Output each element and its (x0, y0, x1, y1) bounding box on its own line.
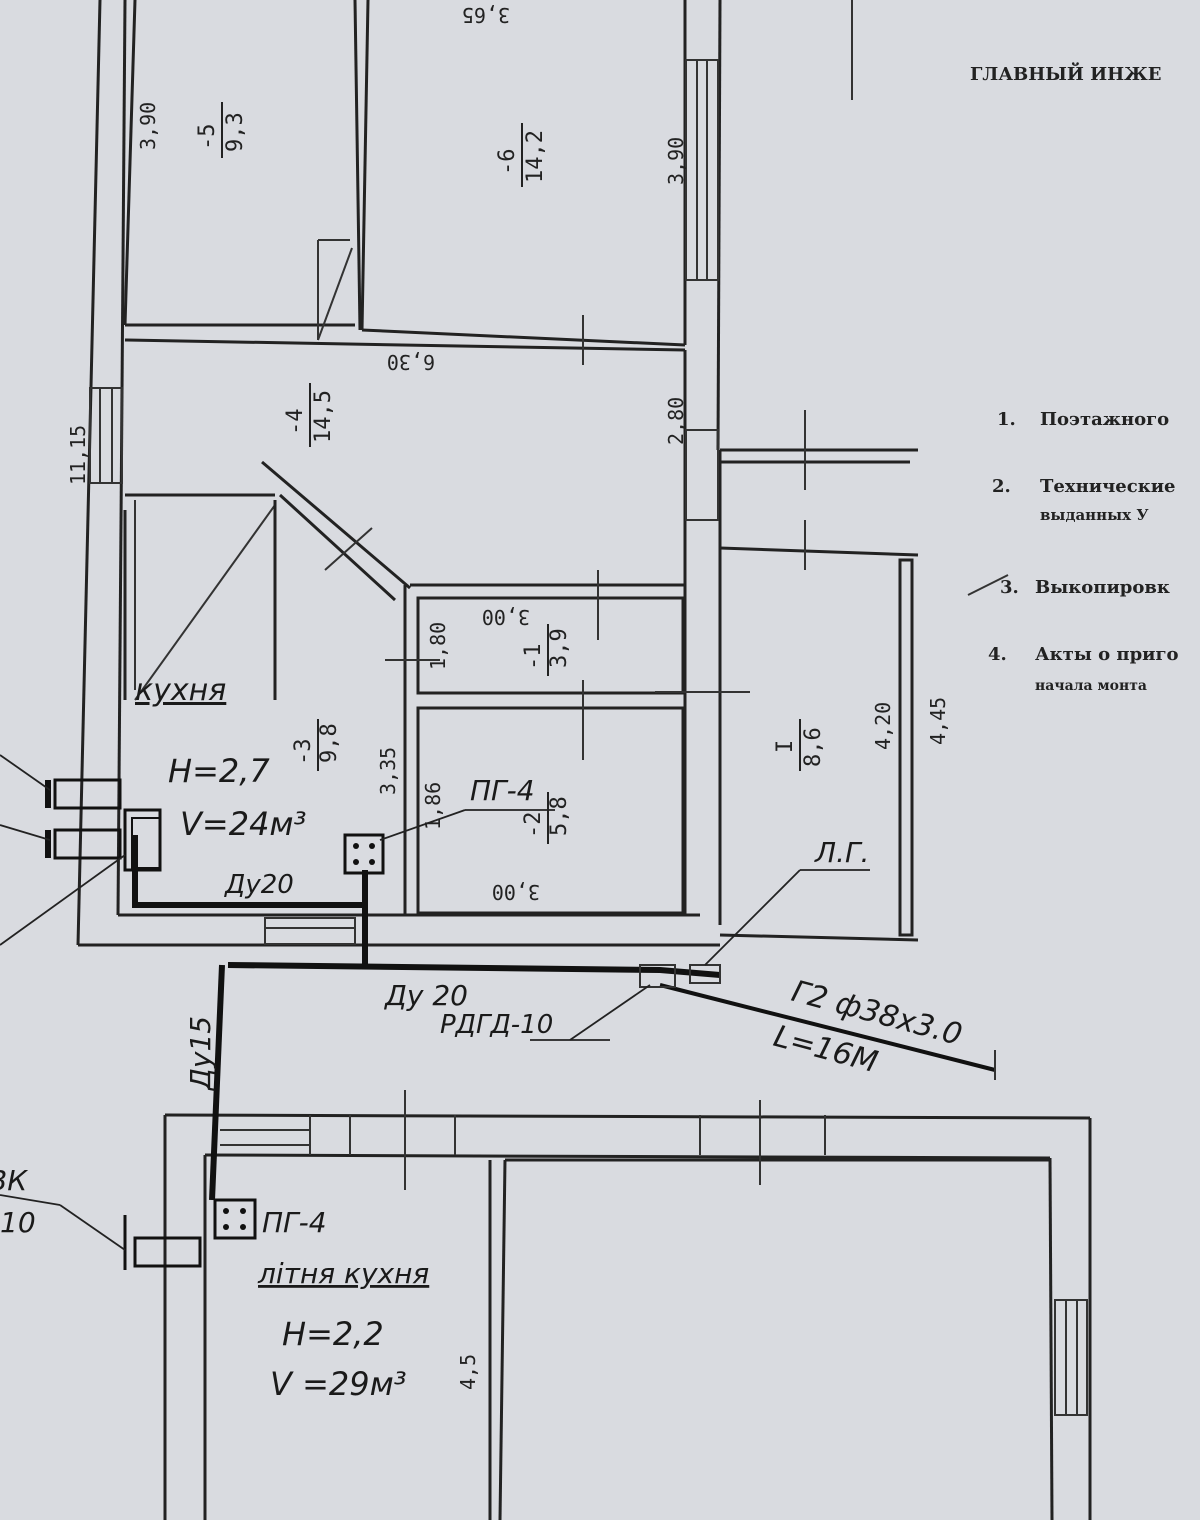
room-I: I 8,6 (773, 719, 826, 771)
header-title: ГЛАВНЫЙ ИНЖЕ (970, 61, 1161, 85)
room-4: -4 14,5 (283, 383, 336, 447)
summer-stove-icon (213, 1198, 257, 1240)
svg-text:I: I (773, 740, 798, 753)
label-lg: Л.Г. (814, 836, 869, 869)
room-5: -5 9,3 (195, 102, 248, 158)
svg-text:-1: -1 (521, 644, 546, 671)
label-pg4-summer: ПГ-4 (262, 1206, 327, 1239)
note-2-text2: выданных У (1040, 506, 1149, 524)
label-du20-main: Ду 20 (383, 979, 468, 1012)
gas-pipes (132, 835, 996, 1201)
svg-text:3,9: 3,9 (547, 628, 572, 668)
svg-text:-5: -5 (195, 124, 220, 151)
label-rdgd: РДГД-10 (440, 1010, 553, 1040)
label-vk: ВК (0, 1164, 28, 1197)
note-2-text: Технические (1040, 476, 1176, 497)
svg-text:-3: -3 (291, 739, 316, 766)
dimensions: 3,65 3,90 3,90 6,30 2,80 11,15 1,80 3,00… (66, 3, 950, 1390)
kitchen-labels: кухня Н=2,7 V=24м³ Ду20 ПГ-4 Л.Г. Ду 20 … (0, 673, 966, 1239)
chimney-outlets (0, 754, 202, 1270)
dim-small-w: 3,00 (482, 605, 530, 629)
summer-kitchen-height: Н=2,2 (282, 1315, 384, 1353)
label-vk-num: 10 (0, 1206, 36, 1239)
pg4-leader (379, 809, 466, 841)
dim-small-h: 1,80 (426, 622, 450, 670)
note-4-text: Акты о приго (1035, 644, 1179, 665)
summer-kitchen-volume: V =29м³ (270, 1365, 407, 1403)
label-du15: Ду15 (184, 1016, 217, 1092)
house-walls (76, 0, 919, 947)
dim-mid-width: 6,30 (387, 350, 435, 374)
kitchen-height: Н=2,7 (168, 752, 270, 790)
label-pg4-main: ПГ-4 (470, 774, 535, 807)
dim-overall: 11,15 (66, 425, 90, 485)
summer-kitchen-name: літня кухня (257, 1257, 429, 1290)
svg-text:-4: -4 (283, 409, 308, 436)
dim-lower-h: 1,86 (421, 782, 445, 830)
label-du20-kitchen: Ду20 (224, 870, 294, 900)
notes-list: 1. Поэтажного 2. Технические выданных У … (967, 409, 1179, 694)
dim-mid-height: 2,80 (664, 397, 688, 445)
note-1-text: Поэтажного (1040, 409, 1169, 430)
note-3-num: 3. (1000, 577, 1019, 598)
stove-icon (343, 833, 385, 875)
dim-porch-w: 4,20 (871, 702, 895, 750)
room-labels: -5 9,3 -6 14,2 -4 14,5 -1 3,9 -2 5,8 -3 … (195, 102, 826, 844)
note-1-num: 1. (997, 409, 1016, 430)
summer-kitchen-labels: ПГ-4 літня кухня Н=2,2 V =29м³ (257, 1206, 429, 1403)
svg-text:8,6: 8,6 (801, 727, 826, 767)
dim-summer-w: 4,5 (456, 1354, 480, 1390)
room-1: -1 3,9 (521, 624, 572, 676)
svg-text:5,8: 5,8 (547, 796, 572, 836)
note-2-num: 2. (992, 476, 1011, 497)
room-6: -6 14,2 (495, 123, 548, 187)
svg-text:14,2: 14,2 (523, 130, 548, 183)
svg-text:9,8: 9,8 (317, 723, 342, 763)
svg-text:-6: -6 (495, 149, 520, 176)
dim-lower-w: 3,00 (492, 880, 540, 904)
summer-kitchen-walls (163, 1090, 1092, 1520)
svg-text:-2: -2 (521, 812, 546, 839)
room-2: -2 5,8 (521, 792, 572, 844)
kitchen-name: кухня (135, 673, 226, 708)
dim-kitchen-h: 3,35 (376, 747, 400, 795)
rdgd-leader (569, 984, 651, 1041)
note-4-num: 4. (988, 644, 1007, 665)
dim-top-right: 3,90 (664, 137, 688, 185)
boiler-icon (123, 808, 162, 872)
dim-top-left: 3,90 (136, 102, 160, 150)
kitchen-volume: V=24м³ (180, 805, 306, 843)
svg-text:14,5: 14,5 (311, 390, 336, 443)
dim-top-width: 3,65 (462, 3, 510, 27)
note-3-text: Выкопировк (1035, 577, 1170, 598)
dim-porch-w2: 4,45 (926, 697, 950, 745)
room-3: -3 9,8 (291, 719, 342, 771)
note-4-text2: начала монта (1035, 678, 1147, 694)
lg-leader (704, 869, 801, 966)
svg-text:9,3: 9,3 (223, 112, 248, 152)
